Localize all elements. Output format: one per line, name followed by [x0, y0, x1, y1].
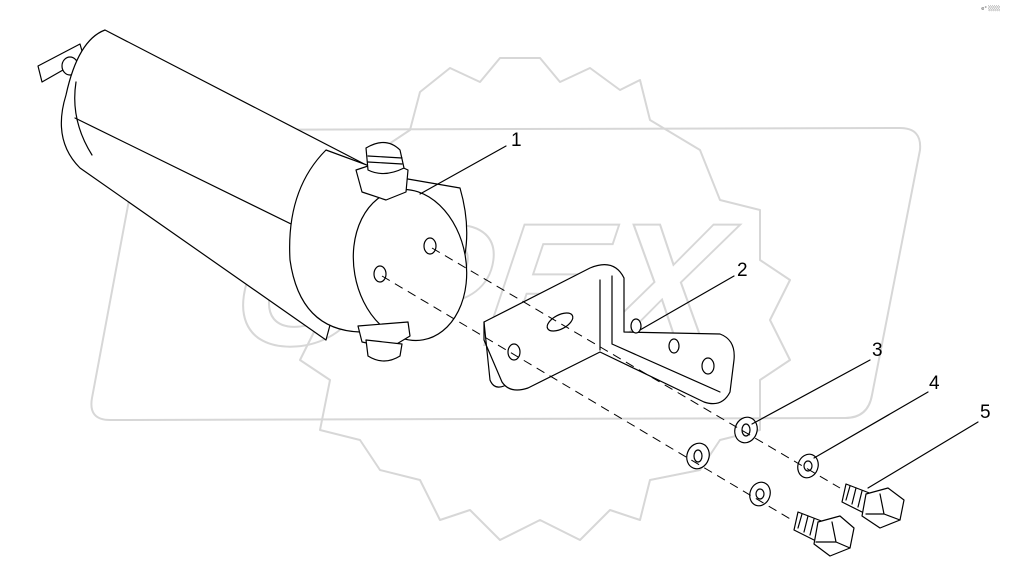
- callout-1: 1: [511, 130, 522, 151]
- bracket-hole-2: [630, 318, 642, 334]
- leader-5: [867, 421, 979, 489]
- callout-2: 2: [737, 260, 748, 281]
- cylinder-accumulator: [37, 29, 468, 362]
- hex-bolt-lower: [793, 511, 855, 557]
- leader-4: [813, 391, 929, 459]
- leader-2: [639, 275, 735, 331]
- hex-bolt-upper: [841, 483, 905, 529]
- leader-3: [751, 359, 871, 425]
- top-fitting-nipple: [365, 141, 405, 175]
- bracket-hole-3: [668, 338, 680, 354]
- callout-3: 3: [872, 340, 883, 361]
- bracket-hole-4: [701, 357, 715, 375]
- bracket-back-flange: [483, 264, 735, 405]
- bottom-fitting-nipple: [365, 339, 403, 362]
- callout-4: 4: [929, 373, 940, 394]
- corner-label: e° ░░░: [981, 5, 1000, 12]
- angle-bracket: [483, 264, 735, 405]
- leader-lines: [419, 145, 979, 489]
- assembly-centerlines: [381, 247, 841, 521]
- bracket-slot: [546, 312, 574, 332]
- lock-washer-lower: [749, 481, 771, 507]
- leader-1: [419, 145, 507, 195]
- callout-5: 5: [980, 402, 991, 423]
- mount-hole-upper: [423, 237, 437, 255]
- flat-washer-lower: [686, 442, 710, 470]
- mount-hole-lower: [373, 265, 387, 283]
